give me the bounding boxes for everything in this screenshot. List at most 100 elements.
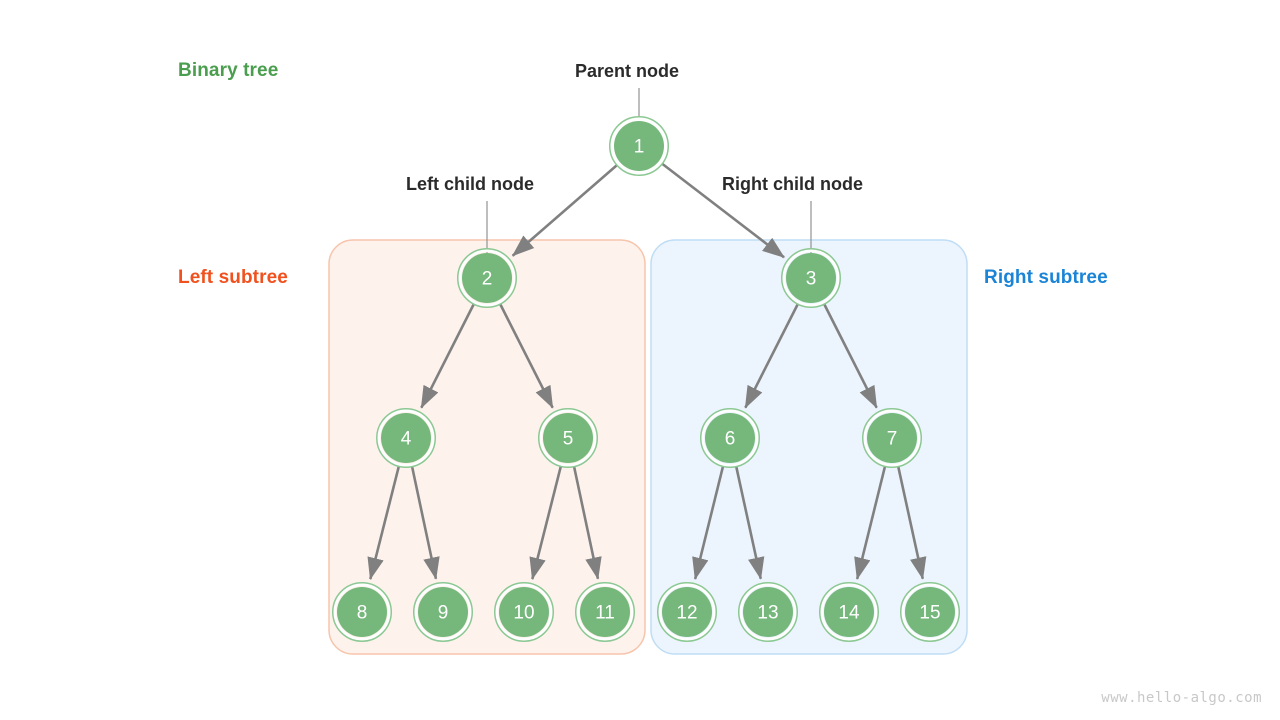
node-gap — [863, 409, 921, 467]
node-ring — [819, 582, 879, 642]
node-gap — [333, 583, 391, 641]
node-value: 11 — [595, 603, 615, 624]
node-gap — [739, 583, 797, 641]
node-gap — [901, 583, 959, 641]
node-gap — [576, 583, 634, 641]
tree-edge — [511, 164, 618, 257]
tree-node-4[interactable]: 4 — [376, 408, 436, 468]
node-value: 12 — [676, 603, 697, 624]
node-gap — [377, 409, 435, 467]
tree-edge — [854, 465, 887, 581]
tree-node-12[interactable]: 12 — [657, 582, 717, 642]
node-disc — [499, 587, 549, 637]
tree-node-15[interactable]: 15 — [900, 582, 960, 642]
tree-edge — [692, 465, 725, 581]
node-ring — [900, 582, 960, 642]
node-value: 15 — [919, 603, 940, 624]
node-ring — [657, 582, 717, 642]
node-disc — [743, 587, 793, 637]
node-value: 9 — [438, 603, 449, 624]
subtree-panels — [328, 239, 968, 655]
tree-node-5[interactable]: 5 — [538, 408, 598, 468]
node-gap — [539, 409, 597, 467]
node-disc — [543, 413, 593, 463]
tree-edges — [367, 162, 927, 581]
label-left-subtree: Left subtree — [178, 267, 288, 288]
tree-node-9[interactable]: 9 — [413, 582, 473, 642]
tree-edge — [572, 466, 602, 580]
label-right-subtree: Right subtree — [984, 267, 1108, 288]
page-title: Binary tree — [178, 60, 279, 81]
node-ring — [494, 582, 554, 642]
tree-edge — [529, 465, 563, 581]
node-gap — [458, 249, 516, 307]
node-gap — [658, 583, 716, 641]
node-value: 1 — [634, 137, 645, 158]
node-disc — [824, 587, 874, 637]
callout-left-child-node: Left child node — [406, 174, 534, 194]
node-gap — [495, 583, 553, 641]
tree-node-2[interactable]: 2 — [457, 248, 517, 308]
watermark: www.hello-algo.com — [1101, 690, 1262, 706]
tree-edge — [420, 303, 476, 409]
node-disc — [786, 253, 836, 303]
tree-edge — [896, 466, 927, 580]
node-value: 7 — [887, 429, 898, 450]
tree-edge — [744, 303, 800, 409]
node-disc — [614, 121, 664, 171]
callout-parent-node: Parent node — [575, 61, 680, 81]
node-disc — [381, 413, 431, 463]
panel-right-subtree — [650, 239, 968, 655]
node-ring — [738, 582, 798, 642]
tree-edge — [661, 162, 785, 259]
tree-edge — [367, 465, 401, 581]
node-gap — [820, 583, 878, 641]
node-disc — [462, 253, 512, 303]
tree-node-8[interactable]: 8 — [332, 582, 392, 642]
tree-node-13[interactable]: 13 — [738, 582, 798, 642]
node-disc — [867, 413, 917, 463]
node-ring — [413, 582, 473, 642]
tree-node-3[interactable]: 3 — [781, 248, 841, 308]
node-ring — [781, 248, 841, 308]
callout-right-child-node: Right child node — [722, 174, 863, 194]
tree-edge — [410, 466, 440, 580]
node-disc — [705, 413, 755, 463]
node-value: 3 — [806, 269, 817, 290]
tree-node-14[interactable]: 14 — [819, 582, 879, 642]
node-value: 5 — [563, 429, 574, 450]
node-ring — [538, 408, 598, 468]
node-value: 8 — [357, 603, 368, 624]
tree-node-6[interactable]: 6 — [700, 408, 760, 468]
node-gap — [701, 409, 759, 467]
node-gap — [610, 117, 668, 175]
node-ring — [332, 582, 392, 642]
node-gap — [782, 249, 840, 307]
node-disc — [418, 587, 468, 637]
node-value: 4 — [401, 429, 412, 450]
node-value: 14 — [838, 603, 860, 624]
node-ring — [700, 408, 760, 468]
node-ring — [575, 582, 635, 642]
tree-edge — [498, 303, 554, 409]
node-value: 2 — [482, 269, 493, 290]
tree-node-10[interactable]: 10 — [494, 582, 554, 642]
tree-node-7[interactable]: 7 — [862, 408, 922, 468]
node-disc — [337, 587, 387, 637]
tree-node-11[interactable]: 11 — [575, 582, 635, 642]
tree-node-1[interactable]: 1 — [609, 116, 669, 176]
node-value: 10 — [513, 603, 534, 624]
callout-leader-lines — [486, 88, 812, 253]
node-ring — [609, 116, 669, 176]
node-ring — [862, 408, 922, 468]
node-disc — [662, 587, 712, 637]
node-disc — [905, 587, 955, 637]
tree-edge — [734, 466, 765, 580]
node-value: 6 — [725, 429, 736, 450]
node-disc — [580, 587, 630, 637]
node-gap — [414, 583, 472, 641]
tree-edge — [822, 303, 878, 409]
